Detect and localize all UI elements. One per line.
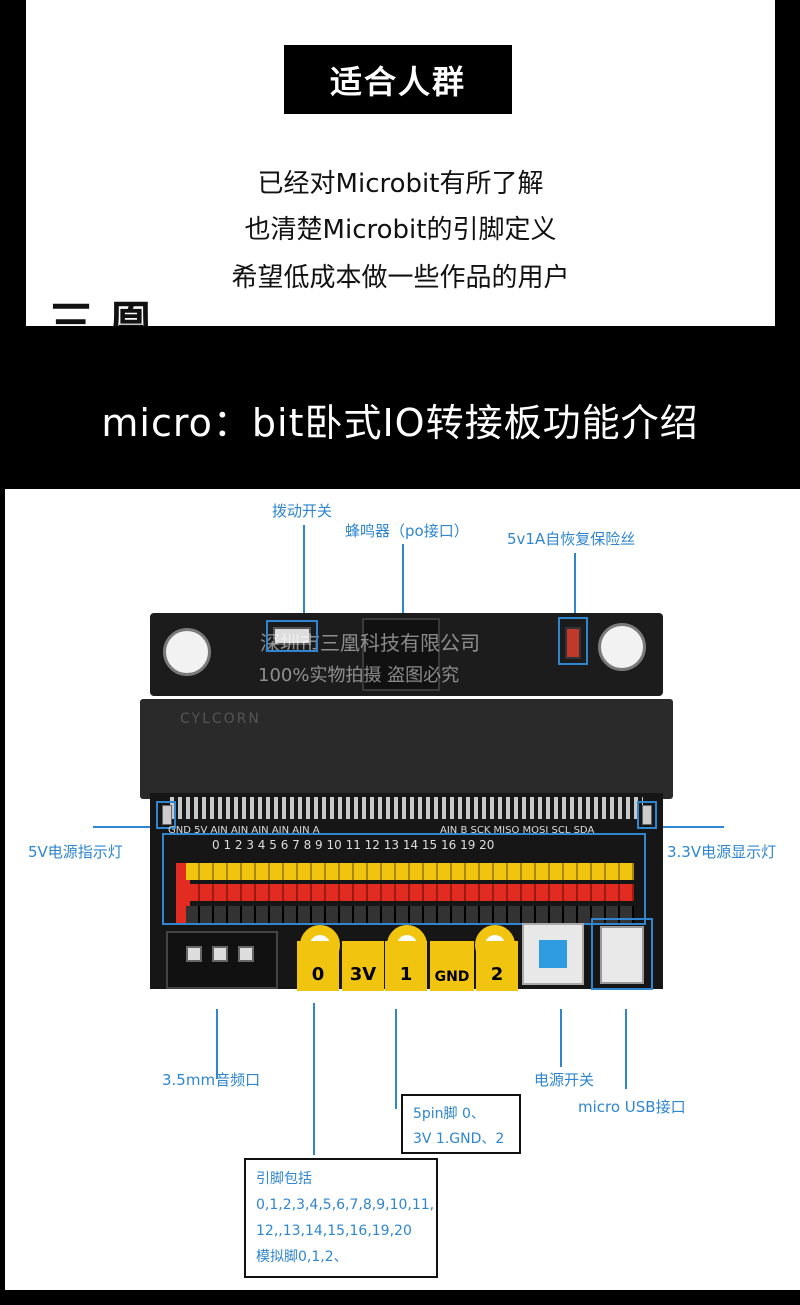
slot-brand: CYLCORN: [180, 711, 261, 727]
leader-line: [303, 525, 305, 633]
callout-led-33v: 3.3V电源显示灯: [667, 843, 777, 861]
pad-gnd: GND: [430, 941, 474, 991]
pin-info-title: 引脚包括: [256, 1171, 312, 1187]
audience-line-2: 也清楚Microbit的引脚定义: [244, 215, 557, 245]
pin-summary-line-1: 5pin脚 0、: [413, 1106, 485, 1122]
leader-line: [574, 553, 576, 625]
audio-jack: [166, 931, 278, 989]
pad-2: 2: [476, 941, 518, 991]
toggle-switch: [273, 627, 311, 645]
leader-line: [93, 826, 155, 828]
pin-info-line-1: 0,1,2,3,4,5,6,7,8,9,10,11,: [256, 1197, 435, 1213]
highlight-box: [591, 918, 653, 990]
audio-hole: [186, 946, 202, 962]
section-heading: micro：bit卧式IO转接板功能介绍: [101, 401, 699, 445]
edge-pins: [170, 797, 643, 819]
leader-line: [652, 826, 724, 828]
pad-0: 0: [297, 941, 339, 991]
led-33v: [642, 805, 652, 825]
brand-fragment: 三凰: [48, 296, 168, 326]
callout-fuse: 5v1A自恢复保险丝: [507, 530, 636, 548]
callout-buzzer: 蜂鸣器（po接口）: [345, 522, 469, 540]
leader-line: [560, 1009, 562, 1067]
leader-line: [313, 1003, 315, 1155]
audience-line-1: 已经对Microbit有所了解: [257, 169, 544, 199]
pad-3v: 3V: [342, 941, 384, 991]
leader-line: [402, 544, 404, 618]
header-row-signal: [186, 863, 634, 880]
mount-hole: [163, 628, 211, 676]
audience-card: 适合人群 已经对Microbit有所了解 也清楚Microbit的引脚定义 希望…: [26, 0, 775, 326]
highlight-box: [156, 801, 176, 829]
highlight-box: [162, 833, 646, 925]
leader-line: [395, 1009, 397, 1109]
header-row-vcc: [186, 884, 634, 901]
callout-usb: micro USB接口: [578, 1098, 686, 1116]
pin-info-box: 引脚包括 0,1,2,3,4,5,6,7,8,9,10,11, 12,,13,1…: [244, 1158, 438, 1278]
power-switch: [522, 923, 584, 985]
highlight-box: [266, 620, 318, 652]
silk-ain: GND 5V AIN AIN AIN AIN AIN A: [168, 825, 320, 836]
pad-1: 1: [385, 941, 427, 991]
fuse: [565, 627, 581, 659]
edge-connector-slot: CYLCORN: [140, 699, 673, 799]
audio-hole: [212, 946, 228, 962]
pin-info-line-3: 模拟脚0,1,2、: [256, 1249, 348, 1265]
callout-led-5v: 5V电源指示灯: [28, 843, 123, 861]
audio-hole: [238, 946, 254, 962]
callout-toggle-switch: 拨动开关: [272, 502, 333, 520]
audience-line-3: 希望低成本做一些作品的用户: [231, 263, 570, 293]
watermark: 100%实物拍摄 盗图必究: [258, 665, 460, 686]
audience-badge: 适合人群: [284, 45, 512, 114]
board-top: 深圳市三凰科技有限公司 100%实物拍摄 盗图必究: [150, 613, 663, 696]
leader-line: [216, 1009, 218, 1079]
mount-hole: [598, 623, 646, 671]
silk-pin-numbers: 0 1 2 3 4 5 6 7 8 9 10 11 12 13 14 15 16…: [212, 838, 495, 852]
led-5v: [162, 805, 172, 825]
highlight-box: [637, 801, 657, 829]
micro-usb-port: [600, 926, 644, 984]
pin-info-line-2: 12,,13,14,15,16,19,20: [256, 1223, 412, 1239]
highlight-box: [558, 617, 588, 665]
pin-summary-box: 5pin脚 0、 3V 1.GND、2: [401, 1094, 521, 1154]
callout-audio-jack: 3.5mm音频口: [162, 1071, 261, 1089]
silk-ain-2: AIN B SCK MISO MOSI SCL SDA: [440, 825, 595, 836]
buzzer: [362, 618, 440, 691]
leader-line: [625, 1009, 627, 1089]
board-bottom: GND 5V AIN AIN AIN AIN AIN A AIN B SCK M…: [150, 793, 663, 991]
pin-summary-line-2: 3V 1.GND、2: [413, 1131, 505, 1147]
header-row-gnd: [186, 906, 634, 923]
callout-power-switch: 电源开关: [534, 1071, 595, 1089]
io-board-photo: 深圳市三凰科技有限公司 100%实物拍摄 盗图必究 CYLCORN GND 5V…: [140, 613, 673, 991]
feature-panel: 拨动开关 蜂鸣器（po接口） 5v1A自恢复保险丝 5V电源指示灯 3.3V电源…: [5, 489, 800, 1290]
